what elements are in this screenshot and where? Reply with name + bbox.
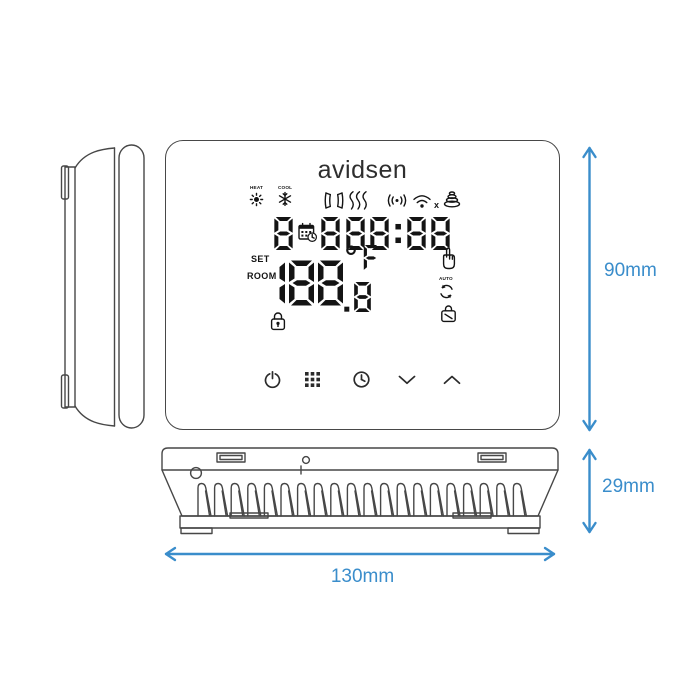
bottom-sensor-hole-small	[301, 455, 311, 465]
side-body-top-curve	[74, 147, 116, 169]
side-backplate	[64, 166, 76, 408]
base-foot-left	[180, 527, 213, 535]
auto-label: AUTO	[439, 277, 453, 282]
snowflake-cool-icon	[278, 191, 292, 207]
hand-manual-icon	[442, 247, 456, 270]
lock-icon	[270, 312, 286, 331]
depth-dimension-arrow	[582, 448, 597, 534]
side-view-drawing	[60, 144, 145, 429]
cool-indicator: COOL	[278, 186, 296, 207]
bottom-screw-hole	[189, 466, 203, 480]
menu-grid-icon	[305, 372, 320, 387]
bottom-slot-left	[216, 452, 246, 463]
side-mount-tab-top	[60, 165, 70, 200]
clock-icon	[353, 371, 370, 388]
set-label: SET	[251, 254, 270, 264]
side-body-bottom-curve	[74, 405, 116, 427]
heat-label: HEAT	[250, 186, 264, 191]
width-dimension-arrow	[164, 546, 556, 562]
bottom-slot-right-inner	[480, 454, 504, 461]
calendar-clock-icon	[298, 222, 317, 242]
auto-mode-indicator: AUTO	[439, 277, 457, 299]
heat-indicator: HEAT	[249, 186, 267, 207]
holiday-bag-icon	[441, 305, 456, 323]
bottom-base-plate	[179, 515, 541, 529]
base-clip-right	[452, 512, 492, 519]
bottom-body-outline	[161, 447, 559, 517]
lcd-unit	[343, 245, 381, 271]
lcd-clock-digits	[346, 217, 451, 250]
base-foot-right	[507, 527, 540, 535]
rf-signal-icon	[387, 194, 407, 207]
base-clip-left	[229, 512, 269, 519]
cool-label: COOL	[278, 186, 293, 191]
wifi-off-mark: x	[434, 200, 440, 210]
bottom-view-drawing	[161, 447, 559, 535]
bottom-slot-right	[477, 452, 507, 463]
power-icon	[264, 370, 281, 389]
arrow-down-icon	[398, 375, 416, 385]
lcd-zone-digit	[274, 217, 293, 250]
room-label: ROOM	[247, 271, 277, 281]
bottom-slot-left-inner	[219, 454, 243, 461]
lcd-program-digit	[321, 217, 340, 250]
width-dimension-label: 130mm	[330, 566, 395, 587]
open-window-icon	[324, 192, 344, 209]
wifi-icon	[413, 195, 431, 208]
lcd-temperature	[260, 254, 343, 312]
arrow-up-icon	[443, 375, 461, 385]
height-dimension-arrow	[582, 146, 597, 432]
side-mount-tab-bottom	[60, 374, 70, 409]
sun-heat-icon	[249, 192, 264, 207]
floor-heating-icon	[349, 191, 367, 210]
thermostat-front-view: avidsen HEAT COOL	[165, 140, 560, 430]
height-dimension-label: 90mm	[604, 260, 657, 281]
auto-mode-icon	[440, 284, 453, 299]
heating-element-stack-icon	[443, 191, 461, 208]
vent-slots	[197, 482, 528, 517]
lcd-temperature-decimal	[343, 282, 372, 312]
depth-dimension-label: 29mm	[602, 476, 655, 497]
brand-logo: avidsen	[317, 156, 408, 184]
side-front-panel	[118, 144, 145, 429]
